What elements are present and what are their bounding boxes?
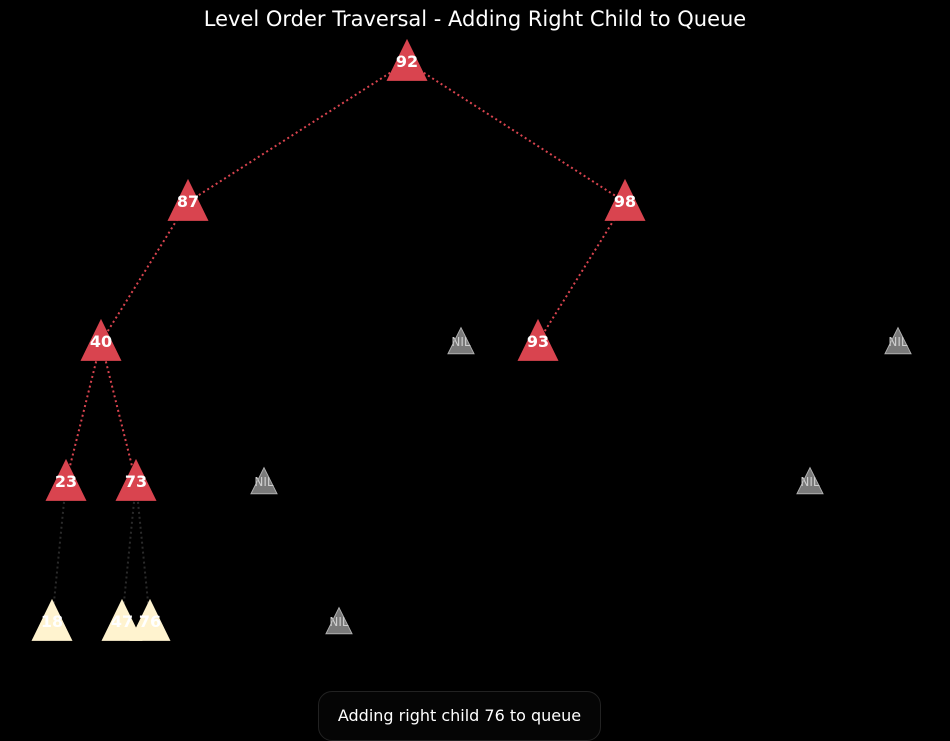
tree-node-23: 23 <box>45 458 87 501</box>
node-label: 93 <box>527 332 549 351</box>
tree-edge <box>100 201 189 343</box>
nil-label: NIL <box>451 335 471 349</box>
tree-node-87: 87 <box>167 178 209 221</box>
nil-markers: NIL NIL NIL NIL NIL <box>250 326 912 635</box>
nil-triangle <box>796 466 824 495</box>
node-label: 76 <box>139 612 161 631</box>
tree-edge <box>187 61 408 203</box>
nil-label: NIL <box>254 475 274 489</box>
node-triangle <box>167 178 209 221</box>
node-triangle <box>604 178 646 221</box>
nil-marker: NIL <box>796 466 824 495</box>
tree-node-76: 76 <box>129 598 171 641</box>
status-message: Adding right child 76 to queue <box>337 706 582 725</box>
node-label: 23 <box>55 472 77 491</box>
node-label: 18 <box>41 612 63 631</box>
node-triangle <box>517 318 559 361</box>
tree-node-73: 73 <box>115 458 157 501</box>
node-triangle <box>129 598 171 641</box>
node-label: 47 <box>111 612 133 631</box>
tree-node-98: 98 <box>604 178 646 221</box>
nil-triangle <box>250 466 278 495</box>
nodes: 92 87 98 40 93 23 73 18 47 76 <box>31 38 646 641</box>
node-label: 98 <box>614 192 636 211</box>
nil-marker: NIL <box>325 606 353 635</box>
nil-marker: NIL <box>250 466 278 495</box>
nil-label: NIL <box>888 335 908 349</box>
tree-edge <box>537 201 626 343</box>
node-triangle <box>101 598 143 641</box>
tree-edge <box>51 481 67 623</box>
tree-node-18: 18 <box>31 598 73 641</box>
tree-edge <box>100 341 137 483</box>
node-triangle <box>45 458 87 501</box>
tree-edge <box>406 61 626 203</box>
diagram-title: Level Order Traversal - Adding Right Chi… <box>204 7 746 31</box>
tree-edge <box>65 341 102 483</box>
status-box: Adding right child 76 to queue <box>318 691 601 741</box>
tree-edge <box>121 481 137 623</box>
node-triangle <box>386 38 428 81</box>
tree-edge <box>135 481 151 623</box>
edges <box>51 61 626 623</box>
node-label: 40 <box>90 332 112 351</box>
nil-marker: NIL <box>447 326 475 355</box>
tree-node-47: 47 <box>101 598 143 641</box>
node-triangle <box>31 598 73 641</box>
tree-node-93: 93 <box>517 318 559 361</box>
nil-label: NIL <box>800 475 820 489</box>
node-label: 92 <box>396 52 418 71</box>
node-triangle <box>80 318 122 361</box>
nil-marker: NIL <box>884 326 912 355</box>
node-label: 87 <box>177 192 199 211</box>
nil-triangle <box>325 606 353 635</box>
node-label: 73 <box>125 472 147 491</box>
nil-triangle <box>447 326 475 355</box>
node-triangle <box>115 458 157 501</box>
nil-label: NIL <box>329 615 349 629</box>
tree-node-92: 92 <box>386 38 428 81</box>
tree-node-40: 40 <box>80 318 122 361</box>
nil-triangle <box>884 326 912 355</box>
